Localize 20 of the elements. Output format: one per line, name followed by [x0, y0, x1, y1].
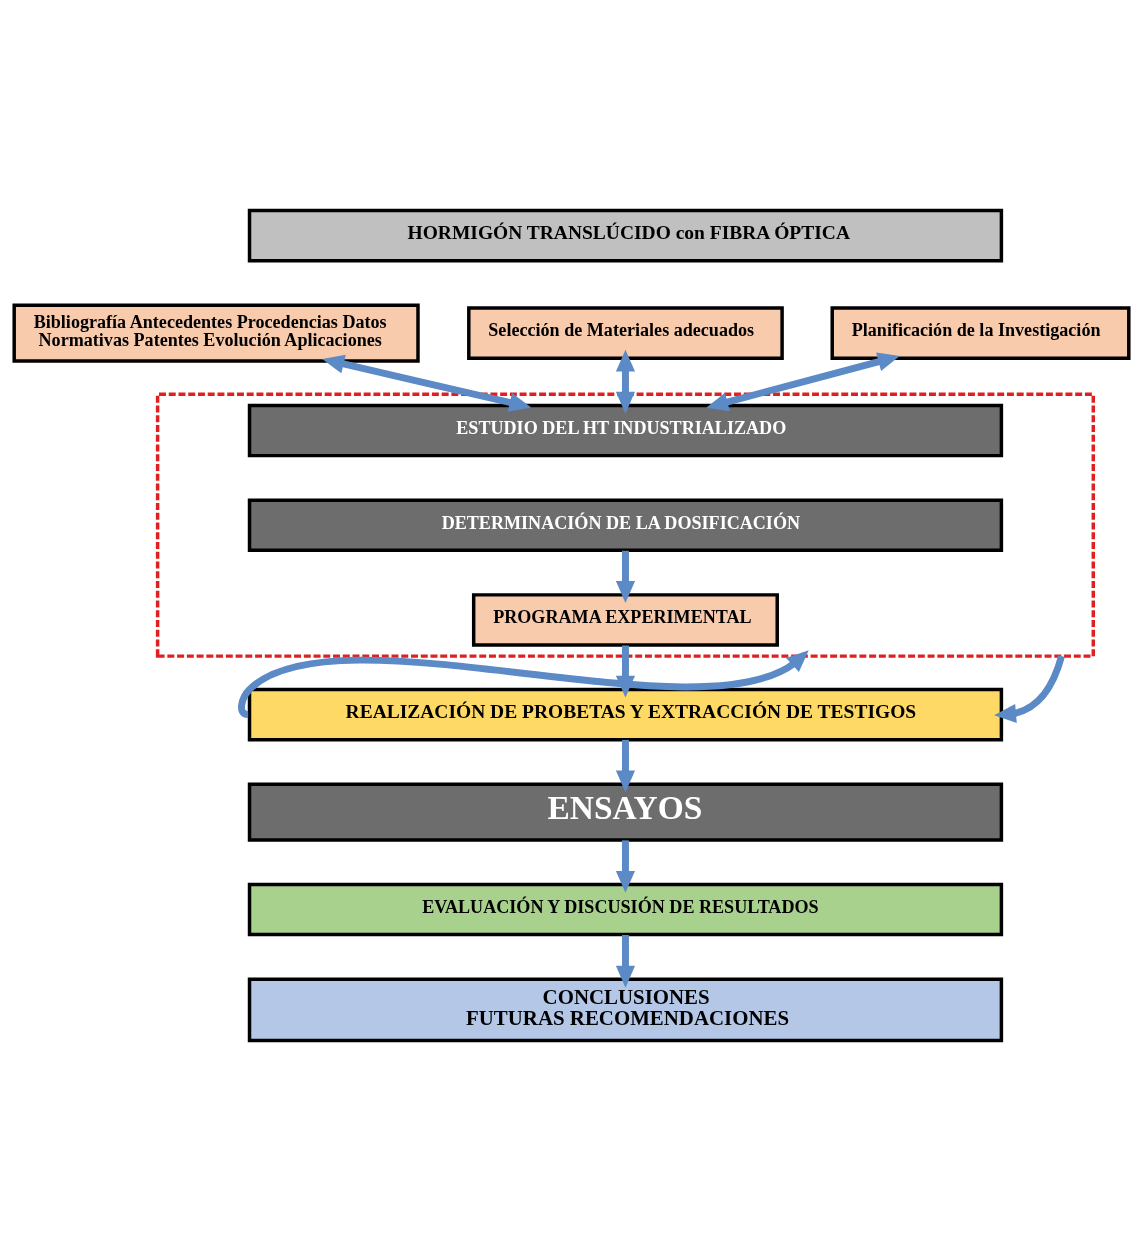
arrow — [238, 650, 809, 718]
node-box: EVALUACIÓN Y DISCUSIÓN DE RESULTADOS — [247, 882, 1004, 937]
node-box: Bibliografía Antecedentes Procedencias Datos Normativas Patentes Evolución Aplicaciones — [12, 303, 420, 363]
arrow — [615, 840, 636, 893]
arrow — [322, 354, 532, 412]
node-box: ENSAYOS — [247, 782, 1004, 842]
node-box: Planificación de la Investigación — [830, 306, 1131, 360]
node-box: Selección de Materiales adecuados — [467, 306, 784, 360]
arrow — [615, 349, 636, 414]
node-box: REALIZACIÓN DE PROBETAS Y EXTRACCIÓN DE TESTIGOS — [247, 687, 1004, 742]
node-box: PROGRAMA EXPERIMENTAL — [471, 593, 779, 647]
arrow — [615, 935, 636, 988]
node-box: DETERMINACIÓN DE LA DOSIFICACIÓN — [247, 498, 1004, 553]
node-box: CONCLUSIONES FUTURAS RECOMENDACIONES — [247, 977, 1004, 1043]
node-box: ESTUDIO DEL HT INDUSTRIALIZADO — [247, 403, 1004, 458]
arrow — [615, 550, 636, 603]
arrow — [994, 655, 1065, 724]
arrow — [706, 352, 900, 412]
arrow — [615, 739, 636, 793]
node-box: HORMIGÓN TRANSLÚCIDO con FIBRA ÓPTICA — [247, 208, 1004, 263]
